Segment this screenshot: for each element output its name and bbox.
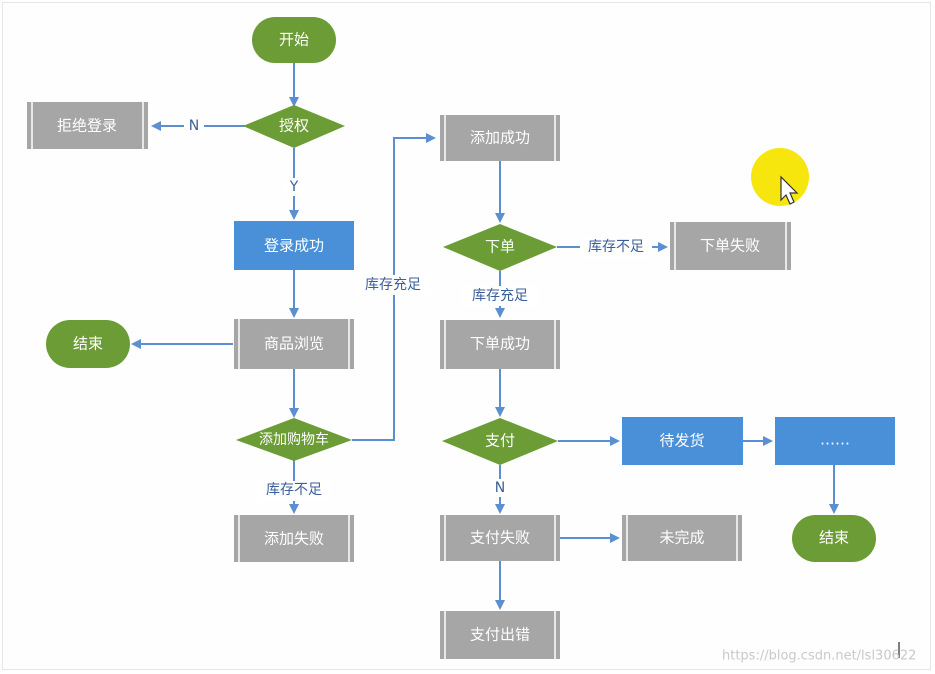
reject-login-node (27, 102, 148, 149)
nodes: 开始 授权 拒绝登录 登录成功 商品浏览 结束 添加购物车 添加失败 添加成功 (27, 17, 895, 659)
edge-label-stock-insufficient-1: 库存不足 (266, 482, 322, 498)
edge-label-stock-insufficient-2: 库存不足 (588, 239, 644, 255)
watermark-text: https://blog.csdn.net/lsl30622 (722, 649, 916, 664)
pay-error-node (440, 611, 560, 659)
add-cart-decision (236, 418, 352, 461)
edge-labels: N Y 库存充足 库存不足 库存充足 库存不足 N (184, 117, 652, 501)
end-right-label: 结束 (819, 529, 849, 547)
authorize-decision-label: 授权 (279, 117, 309, 135)
pay-decision (442, 418, 558, 465)
browse-node (234, 319, 354, 369)
cursor-highlight (751, 148, 809, 206)
edge-label-n: N (189, 118, 199, 134)
order-fail-label: 下单失败 (700, 237, 760, 255)
reject-login-label: 拒绝登录 (57, 117, 117, 135)
awaiting-shipment-node (622, 417, 743, 465)
pay-fail-label: 支付失败 (470, 529, 530, 547)
end-left-node (46, 320, 130, 368)
add-fail-label: 添加失败 (264, 530, 324, 548)
ellipsis-node (775, 417, 895, 465)
add-fail-node (234, 515, 354, 562)
end-right-node (792, 515, 876, 562)
edge-label-y: Y (289, 179, 299, 195)
edge-label-stock-sufficient-1: 库存充足 (365, 277, 421, 293)
authorize-decision (243, 105, 345, 148)
start-node-label: 开始 (279, 31, 309, 49)
ellipsis-label: …… (820, 431, 850, 449)
add-cart-label: 添加购物车 (259, 431, 329, 448)
pay-fail-node (440, 515, 560, 561)
order-success-node (440, 320, 560, 369)
login-success-node (234, 221, 354, 270)
incomplete-node (622, 515, 742, 561)
edge-label-stock-sufficient-2: 库存充足 (472, 288, 528, 304)
edge-label-n-pay: N (495, 480, 505, 496)
awaiting-shipment-label: 待发货 (659, 432, 704, 450)
order-fail-node (670, 222, 791, 270)
pay-label: 支付 (485, 432, 515, 450)
add-success-label: 添加成功 (470, 129, 530, 147)
incomplete-label: 未完成 (659, 529, 704, 547)
order-success-label: 下单成功 (470, 335, 530, 353)
start-node (252, 17, 336, 63)
add-success-node (440, 115, 560, 161)
pay-error-label: 支付出错 (470, 626, 530, 644)
place-order-decision (443, 224, 557, 271)
login-success-label: 登录成功 (264, 237, 324, 255)
mouse-pointer-icon (780, 175, 799, 205)
end-left-label: 结束 (73, 335, 103, 353)
place-order-label: 下单 (485, 238, 515, 256)
browse-label: 商品浏览 (264, 335, 324, 353)
